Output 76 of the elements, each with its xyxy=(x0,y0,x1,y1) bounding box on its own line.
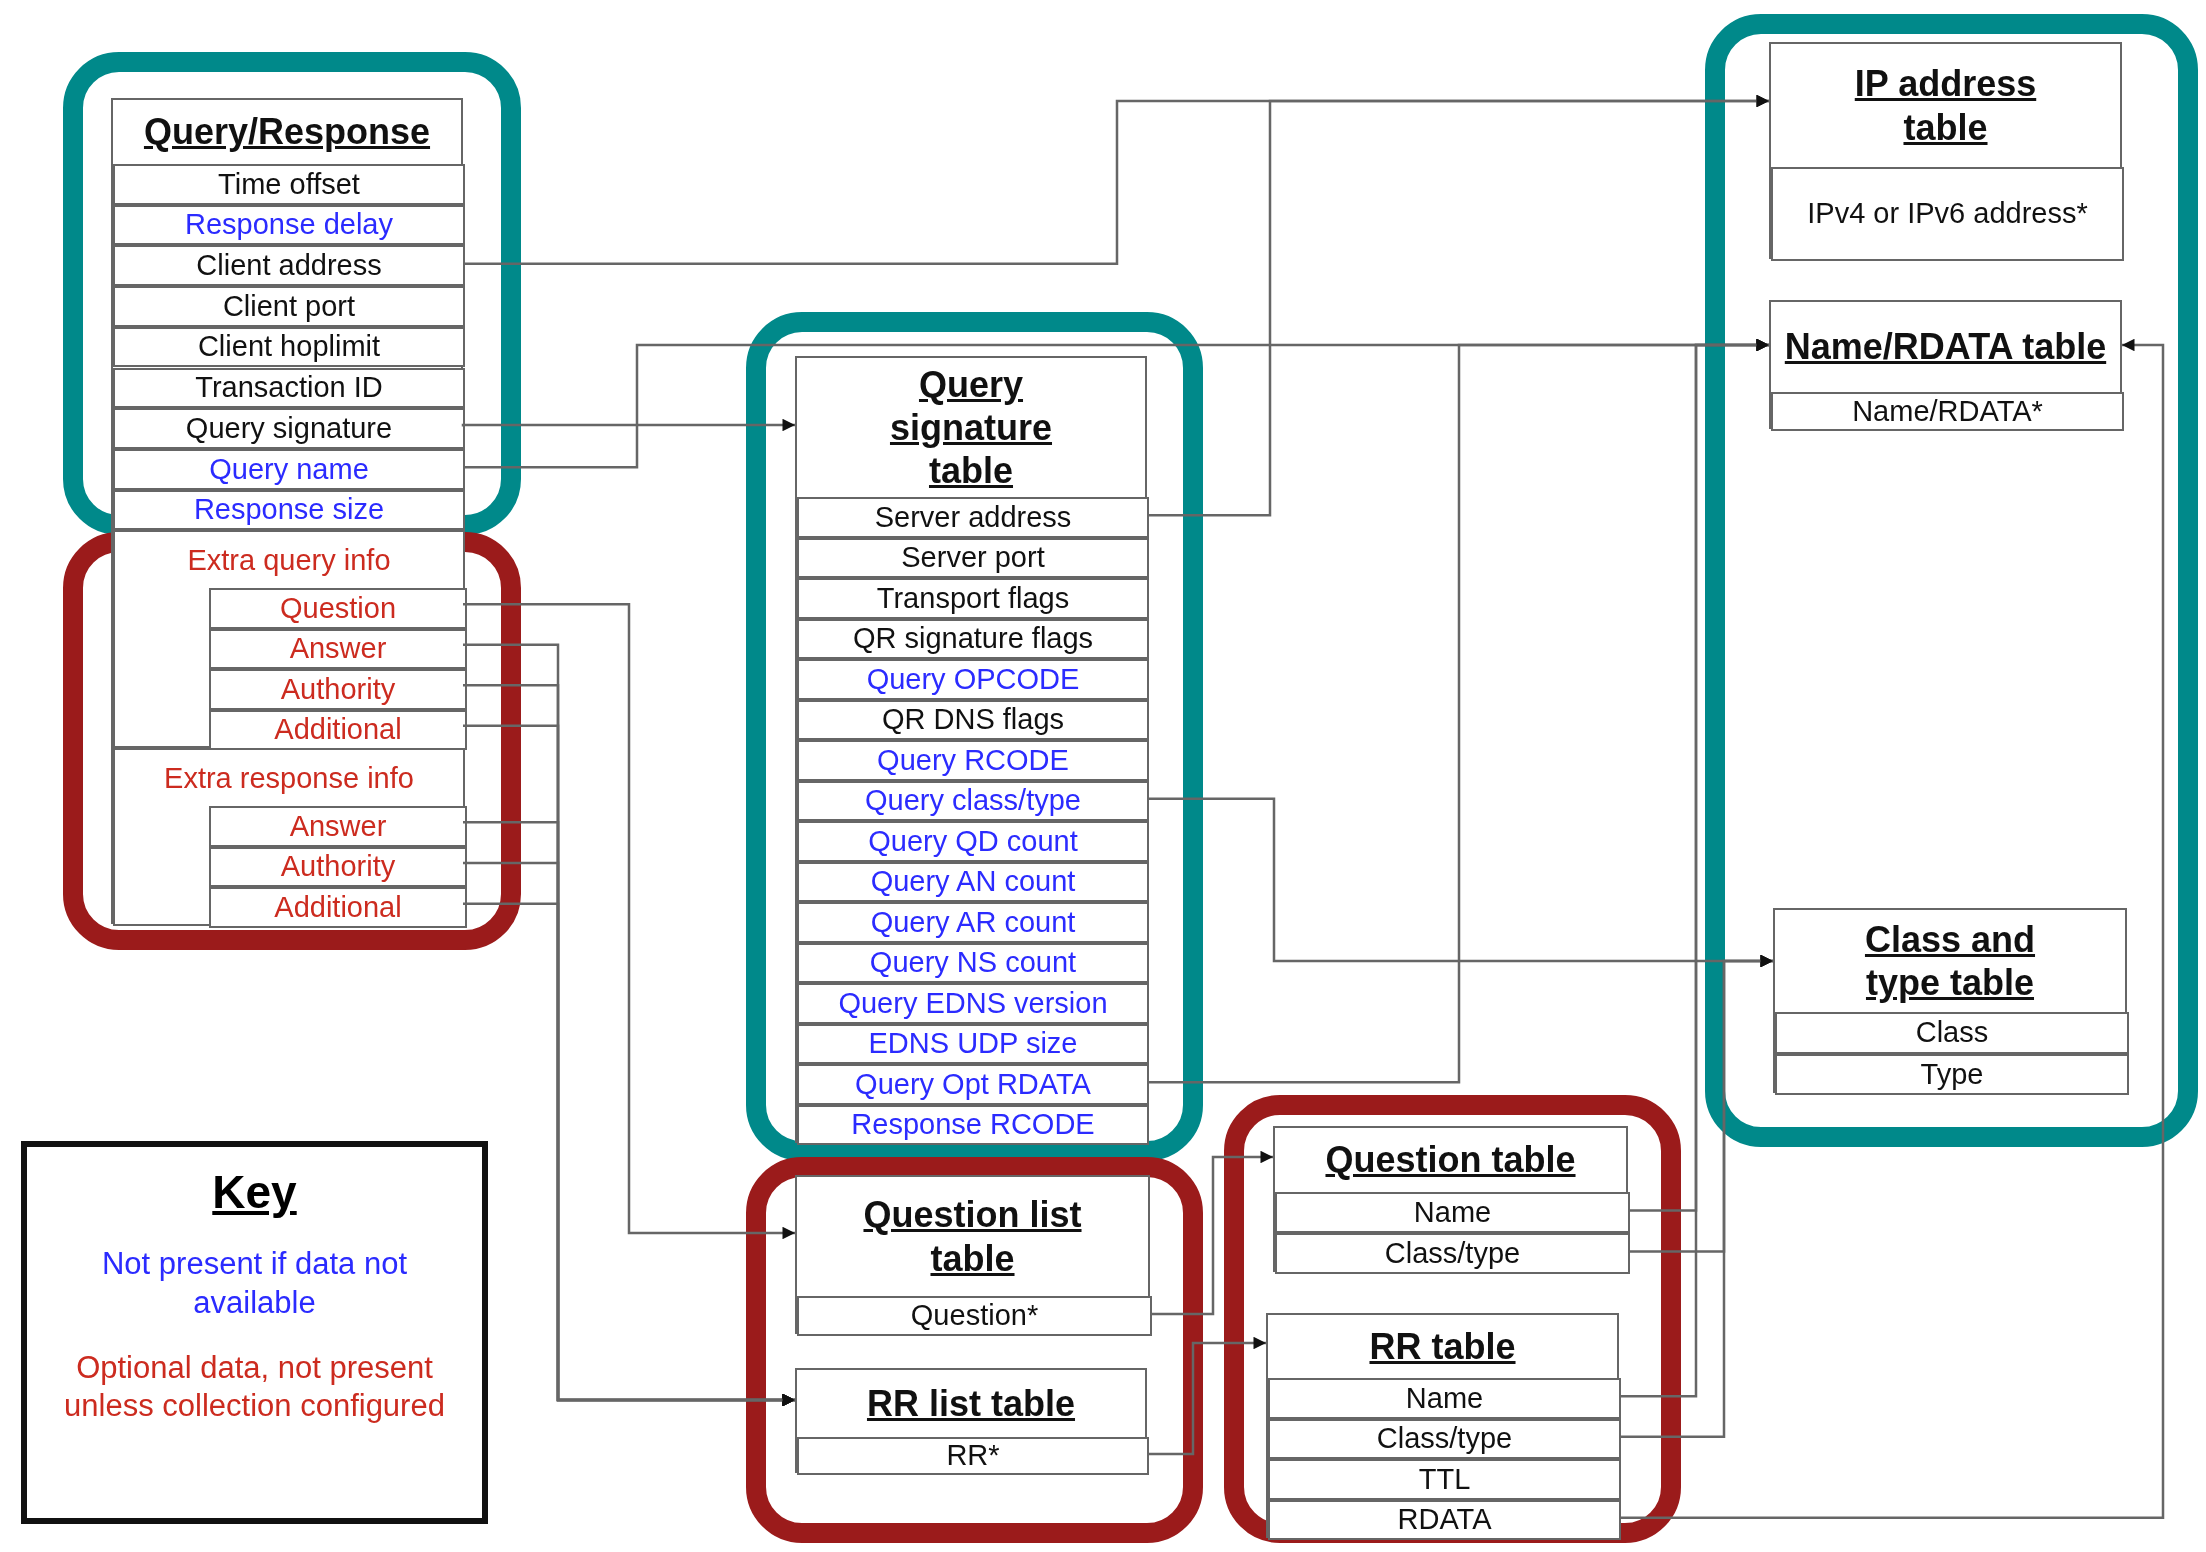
table-frame xyxy=(1773,908,2127,1093)
connector-arrow xyxy=(1619,338,2165,1519)
table-field: Transaction ID xyxy=(113,367,465,409)
table-field: EDNS UDP size xyxy=(797,1023,1149,1064)
table-field: Question* xyxy=(797,1296,1152,1336)
legend-entry: Optional data, not present unless collection configured xyxy=(63,1348,446,1426)
table-field: Query EDNS version xyxy=(797,983,1149,1024)
table-title: RR table xyxy=(1369,1324,1516,1369)
connector-arrow xyxy=(1619,954,1773,1438)
table-field: Client port xyxy=(113,286,465,327)
table-field: Query AN count xyxy=(797,861,1149,902)
legend-entry: Not present if data not available xyxy=(101,1245,408,1322)
table-field: Name/RDATA* xyxy=(1771,392,2124,431)
table-field: Additional xyxy=(209,887,467,929)
table-field: Class/type xyxy=(1268,1418,1621,1459)
field-group xyxy=(113,530,465,748)
field-group xyxy=(113,748,465,926)
key-title: Key xyxy=(212,1165,297,1219)
table-field: Type xyxy=(1775,1053,2129,1095)
table-field: Answer xyxy=(209,806,467,847)
table-field: Server port xyxy=(797,537,1149,578)
table-title: Class and type table xyxy=(1863,917,2037,1005)
table-field: RR* xyxy=(797,1437,1149,1475)
table-field: Authority xyxy=(209,669,467,710)
table-title: Question table xyxy=(1325,1138,1576,1182)
table-field: Query AR count xyxy=(797,902,1149,943)
table-title: IP address table xyxy=(1853,62,2038,149)
table-field: Query NS count xyxy=(797,942,1149,983)
table-field: Response delay xyxy=(113,204,465,246)
table-field: Server address xyxy=(797,497,1149,538)
connector-arrow xyxy=(461,418,795,432)
connector-arrow xyxy=(1147,1336,1266,1456)
table-field: QR signature flags xyxy=(797,618,1149,659)
table-field: IPv4 or IPv6 address* xyxy=(1771,167,2124,261)
table-field: Query class/type xyxy=(797,780,1149,821)
table-field: Time offset xyxy=(113,164,465,205)
table-field: Query name xyxy=(113,448,465,490)
connector-arrow xyxy=(1619,338,1769,1398)
table-field: Question xyxy=(209,588,467,629)
table-frame xyxy=(795,1368,1147,1473)
connector-arrow xyxy=(1147,94,1769,517)
table-field: Answer xyxy=(209,628,467,669)
group-label: Extra query info xyxy=(187,543,391,577)
table-field: Query QD count xyxy=(797,821,1149,862)
table-field: Additional xyxy=(209,709,467,750)
connector-arrow xyxy=(1150,1150,1273,1316)
table-frame xyxy=(1769,300,2122,429)
table-field: Response size xyxy=(113,489,465,531)
table-field: Query Opt RDATA xyxy=(797,1064,1149,1105)
table-field: Response RCODE xyxy=(797,1104,1149,1145)
table-field: Name xyxy=(1275,1192,1630,1233)
table-field: TTL xyxy=(1268,1459,1621,1500)
table-field: QR DNS flags xyxy=(797,699,1149,740)
group-label: Extra response info xyxy=(164,761,414,795)
table-title: RR list table xyxy=(866,1381,1075,1426)
table-title: Question list table xyxy=(862,1193,1083,1280)
table-field: Class/type xyxy=(1275,1233,1630,1274)
table-title: Query signature table xyxy=(888,362,1053,493)
table-field: Query OPCODE xyxy=(797,659,1149,700)
table-title: Name/RDATA table xyxy=(1784,325,2107,369)
table-field: Query signature xyxy=(113,408,465,449)
table-field: RDATA xyxy=(1268,1499,1621,1540)
table-field: Class xyxy=(1775,1012,2129,1054)
table-field: Client hoplimit xyxy=(113,326,465,368)
table-field: Authority xyxy=(209,846,467,888)
table-title: Query/Response xyxy=(143,110,431,154)
table-frame xyxy=(795,356,1147,1143)
table-field: Query RCODE xyxy=(797,740,1149,781)
table-field: Transport flags xyxy=(797,578,1149,619)
table-frame xyxy=(1273,1126,1628,1272)
table-frame xyxy=(1266,1313,1619,1538)
table-field: Name xyxy=(1268,1378,1621,1419)
connector-arrow xyxy=(463,603,795,1240)
table-field: Client address xyxy=(113,245,465,287)
table-frame xyxy=(795,1175,1150,1334)
table-frame xyxy=(1769,42,2122,259)
